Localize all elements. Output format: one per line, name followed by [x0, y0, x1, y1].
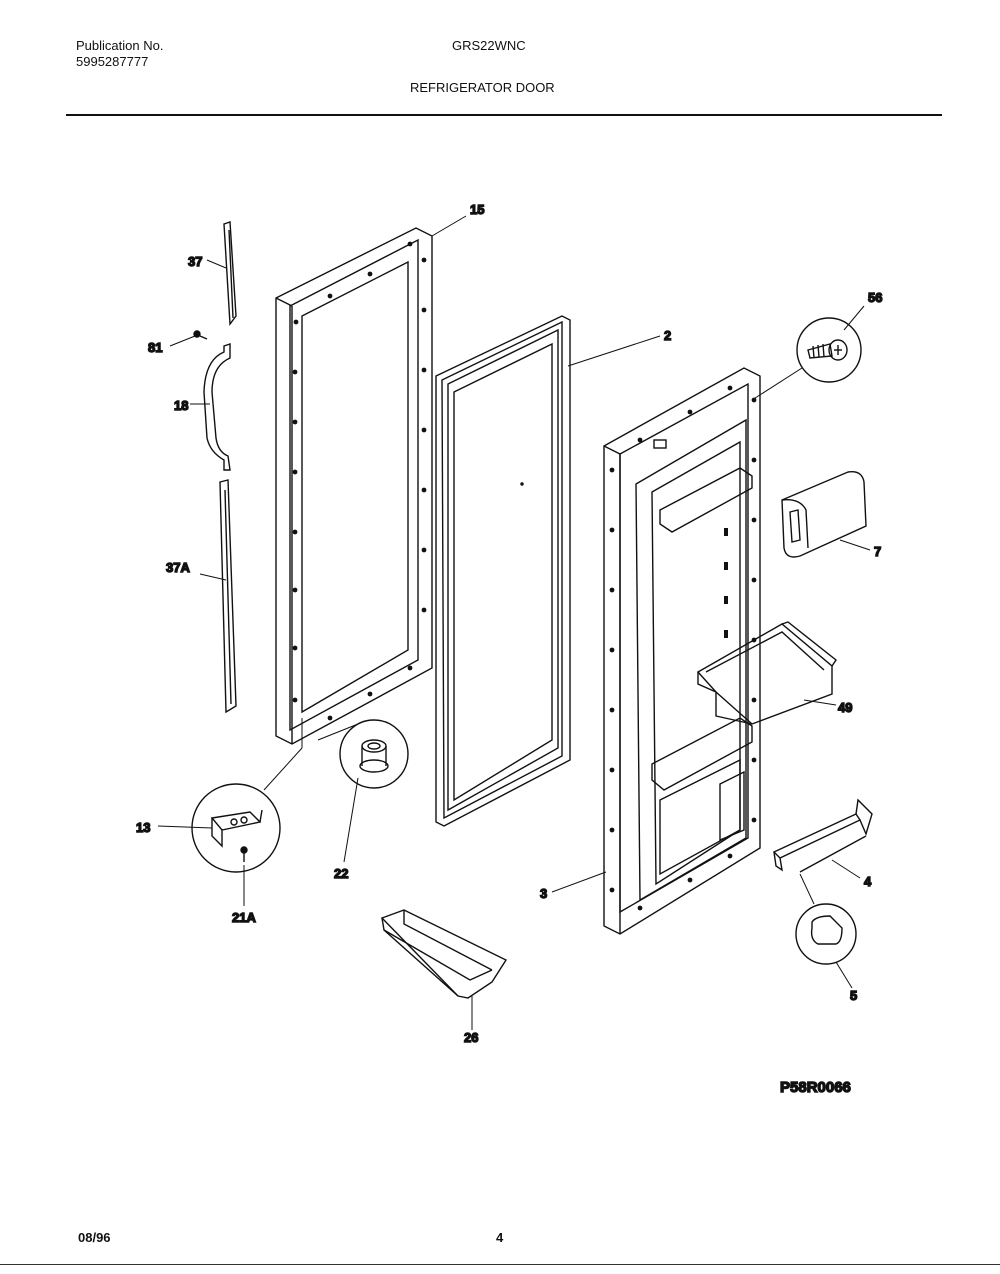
part-37a-handle-trim-bottom[interactable]: [219, 479, 237, 714]
part-4-shelf-bracket[interactable]: [772, 798, 873, 873]
part-22-bushing[interactable]: [339, 719, 409, 789]
callout-56: 56: [868, 290, 882, 305]
page-number: 4: [496, 1230, 504, 1245]
part-21a-screw[interactable]: [240, 846, 248, 862]
part-18-handle[interactable]: [203, 343, 231, 471]
footer-rule: [0, 1264, 1000, 1265]
section-title: REFRIGERATOR DOOR: [410, 80, 555, 95]
part-2-door-gasket[interactable]: [435, 315, 571, 827]
part-37-handle-trim-top[interactable]: [223, 221, 237, 326]
callout-26: 26: [464, 1030, 478, 1045]
publication-label: Publication No.: [76, 38, 164, 53]
model-number: GRS22WNC: [452, 38, 526, 53]
part-3-door-liner[interactable]: [603, 367, 761, 935]
part-5-pad[interactable]: [795, 903, 857, 965]
callout-37a: 37A: [166, 560, 190, 575]
leader-lines: [157, 215, 871, 1030]
footer-date: 08/96: [78, 1230, 111, 1245]
liner-screw-holes: [609, 385, 757, 911]
callout-4: 4: [864, 874, 872, 889]
callout-81: 81: [148, 340, 162, 355]
callout-7: 7: [874, 544, 881, 559]
part-13-hinge-bracket[interactable]: [191, 783, 281, 873]
callout-18: 18: [174, 398, 188, 413]
part-49-door-bin[interactable]: [696, 621, 837, 725]
frame-screw-holes: [292, 241, 427, 721]
callout-49: 49: [838, 700, 852, 715]
part-15-door-frame[interactable]: [275, 227, 433, 745]
callout-13: 13: [136, 820, 150, 835]
drawing-code: P58R0066: [780, 1079, 851, 1096]
callout-21a: 21A: [232, 910, 256, 925]
publication-number: 5995287777: [76, 54, 149, 69]
callout-15: 15: [470, 202, 484, 217]
part-26-butter-bin[interactable]: [380, 909, 508, 999]
part-81-screw[interactable]: [193, 330, 208, 340]
part-56-screw[interactable]: [796, 317, 862, 383]
liner-shelf-clips: [724, 528, 728, 638]
part-7-dairy-door[interactable]: [781, 471, 867, 558]
callout-37: 37: [188, 254, 202, 269]
callout-22: 22: [334, 866, 348, 881]
header-rule: [66, 114, 942, 116]
callout-2: 2: [664, 328, 671, 343]
callout-5: 5: [850, 988, 857, 1003]
callout-3: 3: [540, 886, 547, 901]
